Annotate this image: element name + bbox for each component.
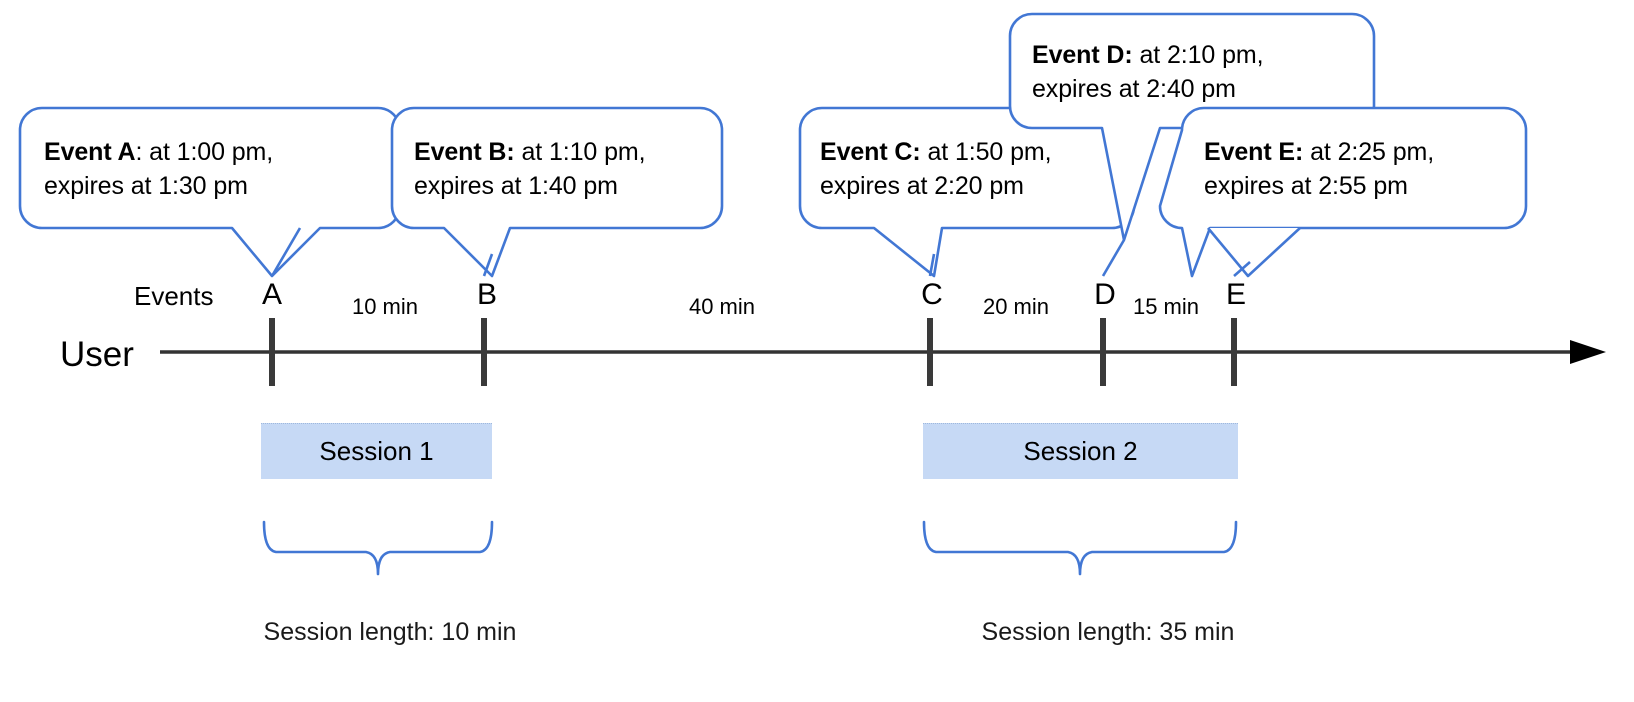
event-a-callout-text: Event A: at 1:00 pm, expires at 1:30 pm [44,135,273,203]
event-d-line1: at 2:10 pm, [1139,41,1264,69]
session-2-box[interactable]: Session 2 [923,423,1238,479]
event-c-line2: expires at 2:20 pm [820,172,1024,200]
event-b-bold-label: Event B: [414,138,515,166]
gap-label-c-d: 20 min [982,294,1050,319]
event-b-callout-text: Event B: at 1:10 pm, expires at 1:40 pm [414,135,646,203]
event-marker-label-e: E [1225,278,1247,311]
event-marker-label-b: B [476,278,498,311]
event-d-callout-text: Event D: at 2:10 pm, expires at 2:40 pm [1032,38,1264,106]
gap-label-b-c: 40 min [688,294,756,319]
event-c-callout-text: Event C: at 1:50 pm, expires at 2:20 pm [820,135,1052,203]
session-1-label: Session 1 [319,436,434,466]
event-tick-marks [269,318,1237,386]
event-c-line1: at 1:50 pm, [927,138,1052,166]
event-a-bold-label: Event A [44,138,136,166]
event-d-line2: expires at 2:40 pm [1032,75,1236,103]
gap-label-a-b: 10 min [351,294,419,319]
session-2-brace [922,520,1238,576]
event-marker-label-d: D [1094,278,1116,311]
event-e-line1: at 2:25 pm, [1310,138,1435,166]
session-2-label: Session 2 [1023,436,1138,466]
event-b-line1: at 1:10 pm, [521,138,646,166]
event-e-bold-label: Event E: [1204,138,1304,166]
event-a-line2: expires at 1:30 pm [44,172,248,200]
session-1-length-label: Session length: 10 min [263,618,517,646]
gap-label-d-e: 15 min [1132,294,1200,319]
session-2-length-label: Session length: 35 min [981,618,1235,646]
timeline-axis [160,340,1606,364]
axis-row-label-user: User [60,335,134,374]
event-e-bubble [1158,106,1528,278]
event-d-bold-label: Event D: [1032,41,1133,69]
event-a-line1: : at 1:00 pm, [135,138,274,166]
event-marker-label-a: A [261,278,283,311]
event-marker-label-c: C [921,278,943,311]
event-e-line2: expires at 2:55 pm [1204,172,1408,200]
event-b-line2: expires at 1:40 pm [414,172,618,200]
session-1-brace [262,520,494,576]
event-e-callout-text: Event E: at 2:25 pm, expires at 2:55 pm [1204,135,1434,203]
event-b-bubble [390,106,724,278]
axis-events-label: Events [134,281,214,311]
event-c-bold-label: Event C: [820,138,921,166]
session-1-box[interactable]: Session 1 [261,423,492,479]
